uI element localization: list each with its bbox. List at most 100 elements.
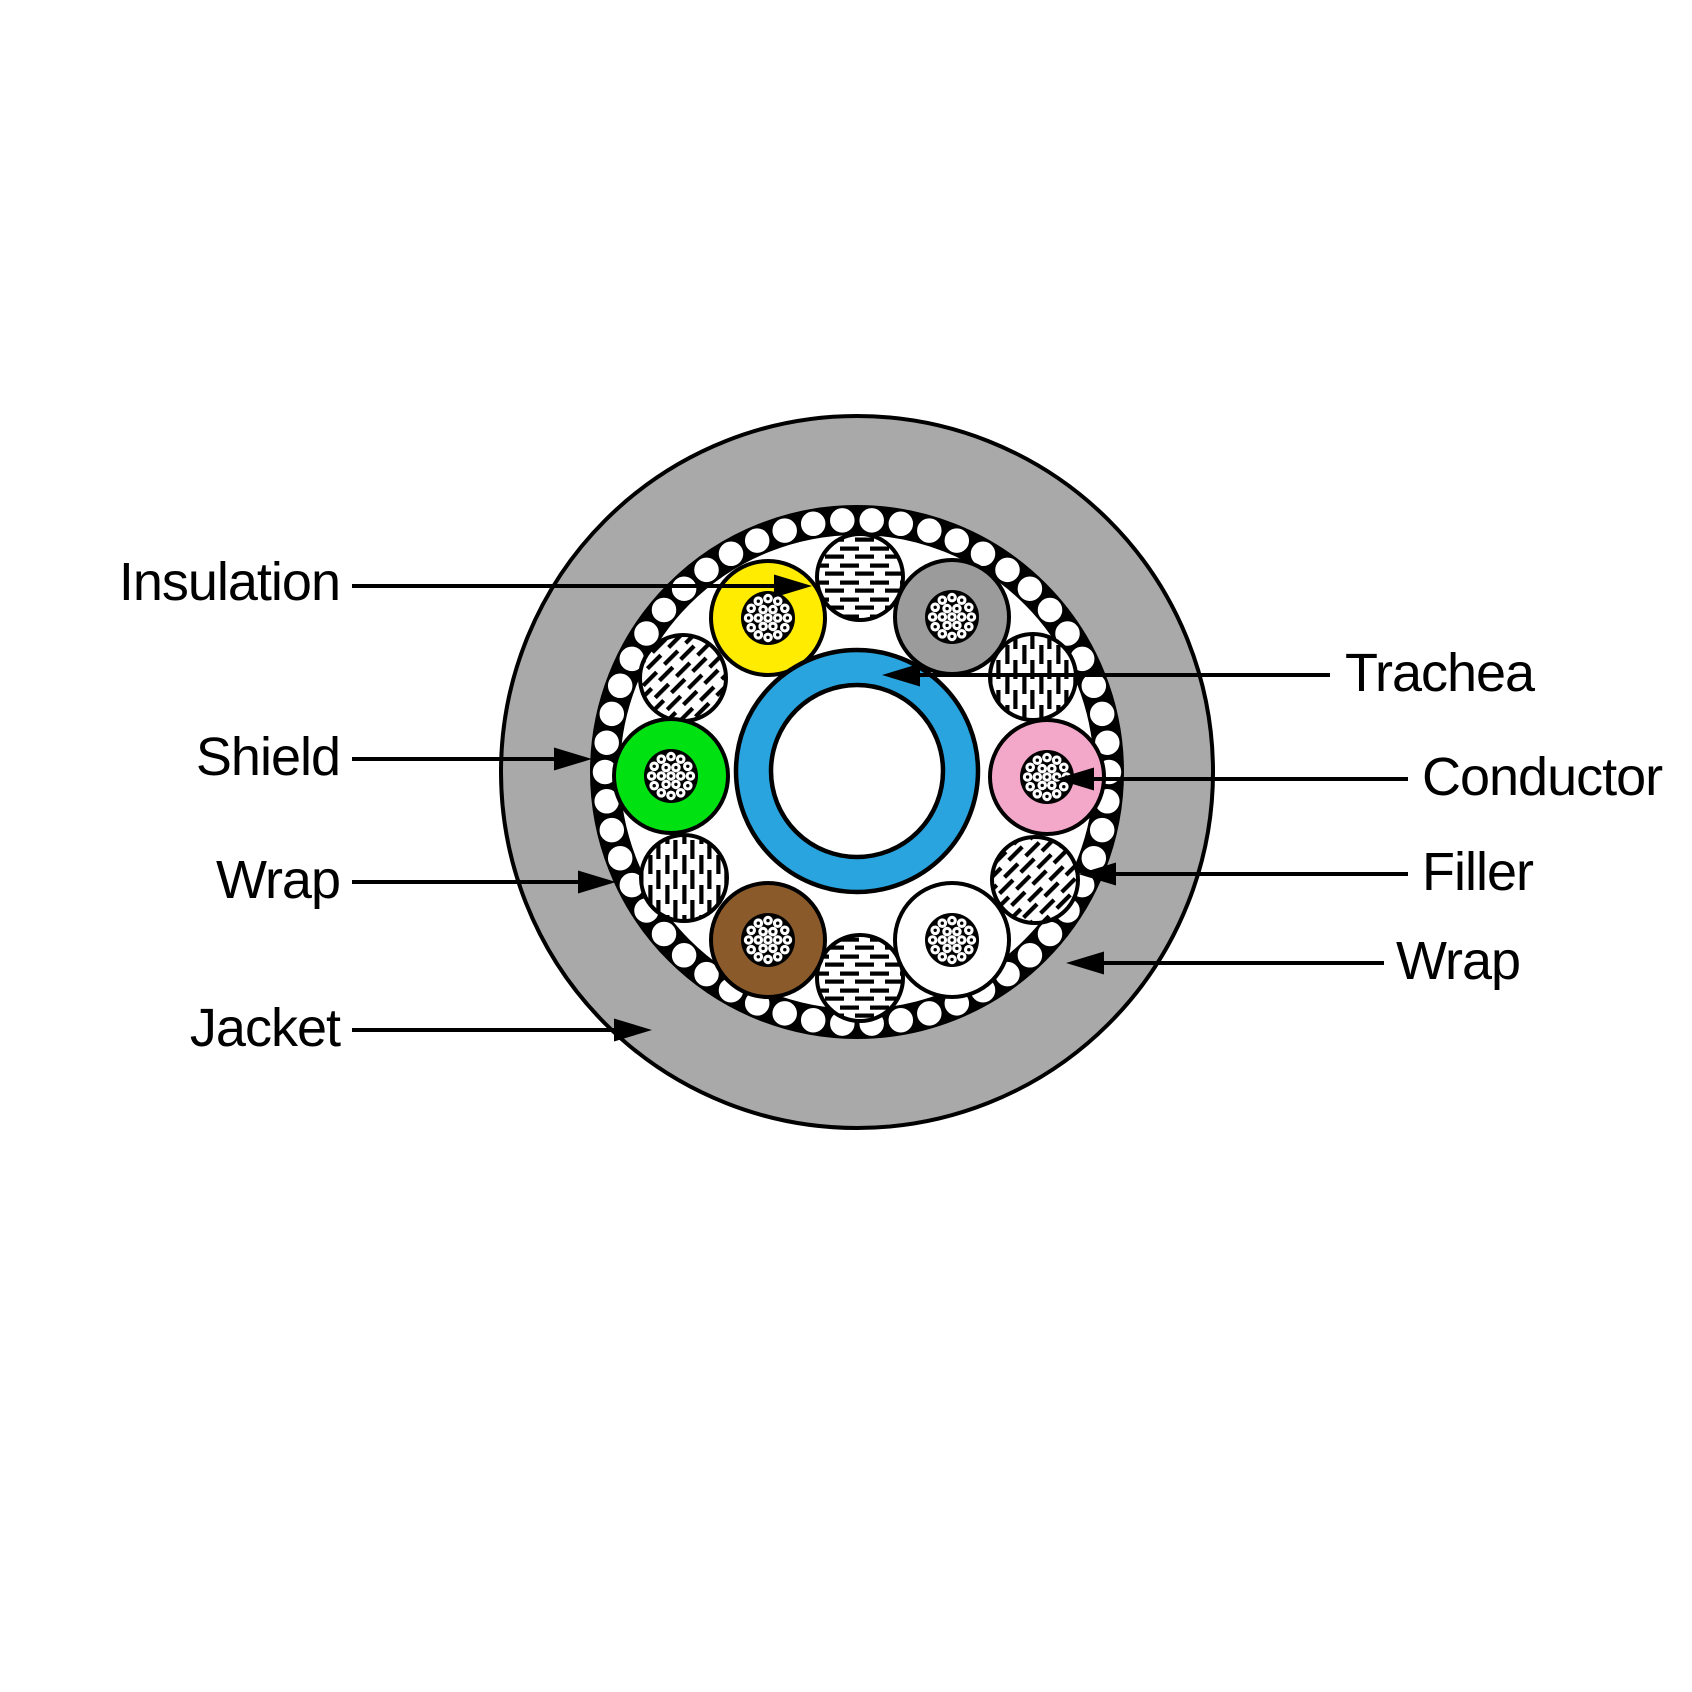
conductor-strand-dot [664,782,668,787]
conductor-strand-dot [945,623,949,628]
shield-label: Shield [196,727,340,787]
conductor-strand-dot [669,754,673,759]
trachea-label: Trachea [1345,643,1536,703]
conductor-strand-dot [1045,794,1049,799]
conductor-strand-dot [960,938,964,942]
shield-bead [649,919,679,949]
conductor-strand-dot [940,615,944,619]
conductor-strand-dot [933,625,937,629]
filler-label: Filler [1422,842,1534,902]
core-white [893,881,1011,999]
conductor-strand-dot [659,757,663,761]
conductor-strand-dot [679,791,683,795]
conductor-strand-dot [771,624,775,629]
annotation-conductor: Conductor [1056,747,1664,807]
shield-bead [631,618,662,649]
conductor-strand-dot [659,774,663,778]
shield-bead [591,727,622,758]
conductor-strand-dot [1050,783,1054,788]
conductor-strand-dot [776,616,780,620]
conductor-strand-dot [960,632,964,636]
conductor-strand-dot [969,938,974,942]
conductor-strand-dot [1025,775,1030,779]
conductor-strand-dot [940,921,944,925]
conductor-strand-dot [649,774,654,778]
conductor-strand-dot [950,595,954,600]
trachea-lumen [768,682,946,860]
conductor-strand-dot [771,929,775,934]
conductor-strand-dot [746,616,751,620]
conductor-strand-dot [761,624,765,629]
conductor-strand-dot [688,774,693,778]
conductor-strand-dot [686,784,690,788]
shield-bead [649,595,679,625]
shield-bead [798,509,828,539]
conductor-arrowhead-icon [1056,767,1094,791]
conductor-strand-dot [960,955,964,959]
conductor-strand-dot [771,607,775,612]
conductor-strand-dot [1035,758,1040,762]
shield-bead [716,539,746,569]
shield-bead [669,573,699,604]
conductor-strand-dot [771,946,775,951]
conductor-strand-dot [940,632,944,636]
annotation-wrap-left: Wrap [216,850,616,910]
conductor-strand-dot [766,957,770,962]
conductor-strand-dot [945,929,949,934]
conductor-strand-dot [1040,783,1044,788]
conductor-strand-dot [749,606,753,610]
conductor-strand-dot [749,626,753,630]
conductor-strand-dot [783,928,787,932]
conductor-strand-dot [930,938,935,942]
conductor-strand-dot [785,938,790,942]
conductor-strand-dot [960,598,964,602]
conductor-strand-dot [933,928,937,932]
trachea-tube [733,647,981,895]
conductor-strand-dot [776,599,780,603]
conductor-strand-dot [756,616,760,620]
conductor-strand-dot [1062,785,1066,789]
conductor-strand-dot [940,598,944,602]
conductor-strand-dot [652,784,656,788]
conductor-strand-dot [1035,775,1040,779]
conductor-strand-dot [1045,775,1049,779]
conductor-strand-dot [1040,766,1044,771]
shield-bead [1035,595,1065,625]
conductor-strand-dot [967,928,971,932]
conductor-strand-dot [652,764,656,768]
wrap-left-arrowhead-icon [578,870,616,894]
conductor-strand-dot [776,955,780,959]
conductor-strand-dot [756,633,760,637]
conductor-strand-dot [783,948,787,952]
shield-bead [769,515,800,546]
shield-bead [769,998,800,1029]
shield-bead [914,515,945,546]
trachea-arrowhead-icon [882,663,920,687]
conductor-strand-dot [766,938,770,942]
annotation-filler: Filler [1078,842,1535,902]
conductor-strand-dot [955,606,959,611]
conductor-strand-dot [776,633,780,637]
conductor-strand-dot [776,921,780,925]
shield-bead [605,671,635,701]
filler-arrowhead-icon [1078,862,1116,886]
core-green [612,717,730,835]
filler-circle-diagonal [638,633,728,723]
conductor-strand-dot [960,921,964,925]
conductor-strand-dot [679,774,683,778]
conductor-strand-dot [945,606,949,611]
conductor-strand-dot [756,955,760,959]
shield-bead [992,555,1023,585]
shield-bead [798,1005,828,1035]
annotation-trachea: Trachea [882,643,1537,703]
conductor-strand-dot [674,782,678,787]
conductor-strand-dot [669,793,673,798]
filler-circle-vertical [639,833,729,923]
shield-bead [605,843,635,873]
conductor-strand-dot [749,928,753,932]
conductor-strand-dot [1055,775,1059,779]
conductor-strand-dot [766,616,770,620]
conductor-strand-dot [1062,765,1066,769]
